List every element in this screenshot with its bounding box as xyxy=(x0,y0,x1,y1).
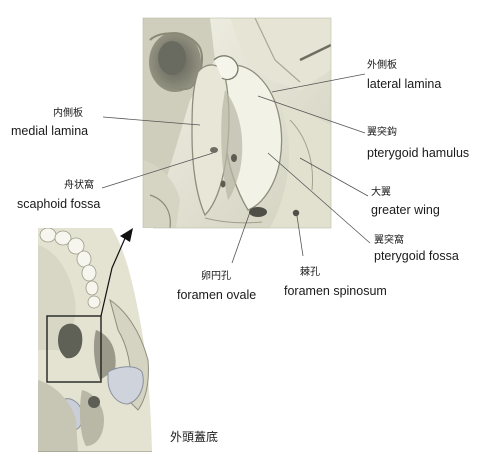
label-pterygoid-fossa-jp: 翼突窩 xyxy=(374,235,404,246)
label-pterygoid-hamulus-jp: 翼突鈎 xyxy=(367,127,397,138)
label-foramen-ovale-jp: 卵円孔 xyxy=(201,271,231,282)
label-pterygoid-hamulus-en: pterygoid hamulus xyxy=(367,146,470,160)
zoom-arrowhead xyxy=(120,228,133,242)
leader-lines xyxy=(101,73,371,264)
zoom-arrow-line xyxy=(100,235,127,317)
label-scaphoid-fossa-en: scaphoid fossa xyxy=(17,197,101,211)
label-foramen-spinosum-en: foramen spinosum xyxy=(284,284,387,298)
label-pterygoid-fossa-en: pterygoid fossa xyxy=(374,249,459,263)
label-foramen-ovale-en: foramen ovale xyxy=(177,288,257,302)
label-lateral-lamina-jp: 外側板 xyxy=(367,60,397,71)
zoom-inset xyxy=(143,18,331,228)
skull-base xyxy=(38,228,153,452)
skull-caption: 外頭蓋底 xyxy=(170,430,219,444)
label-greater-wing-jp: 大翼 xyxy=(371,187,391,198)
label-lateral-lamina-en: lateral lamina xyxy=(367,77,442,91)
selection-box xyxy=(46,315,102,383)
label-scaphoid-fossa-jp: 舟状窩 xyxy=(64,180,94,191)
label-greater-wing-en: greater wing xyxy=(371,203,440,217)
label-medial-lamina-jp: 内側板 xyxy=(53,108,83,119)
label-foramen-spinosum-jp: 棘孔 xyxy=(300,267,320,278)
label-medial-lamina-en: medial lamina xyxy=(11,124,89,138)
